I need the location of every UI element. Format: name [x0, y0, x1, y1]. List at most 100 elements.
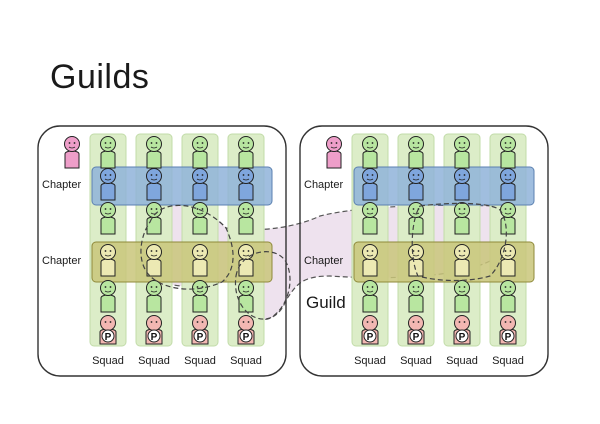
person-head — [408, 315, 424, 331]
product-owner-badge-letter: P — [505, 332, 512, 343]
person-eye — [417, 174, 420, 176]
person-icon — [454, 280, 470, 313]
person-icon — [100, 280, 116, 313]
person-eye — [504, 142, 507, 144]
person-mouth — [458, 290, 466, 293]
diagram-background-layer — [37, 125, 549, 377]
person-head — [454, 168, 470, 184]
person-eye — [463, 321, 466, 323]
person-mouth — [330, 146, 338, 149]
person-body — [146, 258, 162, 277]
guild-outline-segment — [411, 202, 507, 282]
squad-label: Squad — [92, 355, 124, 367]
person-eye — [509, 208, 512, 210]
person-eye — [504, 321, 507, 323]
product-owner-person-icon: P — [237, 315, 255, 345]
person-body — [146, 150, 162, 169]
person-eye — [104, 208, 107, 210]
product-owner-person-icon: P — [407, 315, 425, 345]
person-icon — [238, 136, 254, 169]
person-eye — [242, 250, 245, 252]
person-mouth — [504, 146, 512, 149]
person-body — [362, 182, 378, 201]
person-icon — [408, 202, 424, 235]
chapter-label: Chapter — [304, 255, 343, 267]
product-owner-person-icon: P — [99, 315, 117, 345]
person-mouth — [196, 254, 204, 257]
person-mouth — [242, 290, 250, 293]
person-eye — [242, 208, 245, 210]
chapter-band — [353, 166, 535, 206]
person-eye — [68, 142, 71, 144]
person-eye — [155, 142, 158, 144]
person-body — [192, 182, 208, 201]
person-icon — [238, 280, 254, 313]
person-mouth — [196, 290, 204, 293]
product-owner-badge-icon — [501, 329, 515, 343]
person-head — [64, 136, 80, 152]
person-eye — [417, 250, 420, 252]
person-eye — [371, 321, 374, 323]
person-head — [454, 136, 470, 152]
person-mouth — [366, 212, 374, 215]
person-head — [146, 315, 162, 331]
person-eye — [412, 321, 415, 323]
person-head — [362, 202, 378, 218]
person-head — [362, 244, 378, 260]
person-head — [146, 244, 162, 260]
person-eye — [412, 208, 415, 210]
person-icon — [408, 280, 424, 313]
person-body — [362, 150, 378, 169]
person-body — [500, 216, 516, 235]
squad-label: Squad — [492, 355, 524, 367]
squad-label: Squad — [230, 355, 262, 367]
chapter-label: Chapter — [304, 179, 343, 191]
product-owner-badge-icon — [239, 329, 253, 343]
person-mouth — [104, 254, 112, 257]
person-body — [454, 150, 470, 169]
person-eye — [201, 321, 204, 323]
person-head — [454, 244, 470, 260]
person-eye — [458, 286, 461, 288]
person-eye — [366, 321, 369, 323]
person-mouth — [104, 212, 112, 215]
product-owner-badge-letter: P — [197, 332, 204, 343]
person-head — [500, 136, 516, 152]
product-owner-badge-letter: P — [151, 332, 158, 343]
person-eye — [196, 142, 199, 144]
person-eye — [335, 142, 338, 144]
person-head — [100, 244, 116, 260]
person-body — [454, 216, 470, 235]
person-head — [408, 244, 424, 260]
person-body — [362, 216, 378, 235]
person-mouth — [196, 178, 204, 181]
person-body — [64, 150, 80, 169]
product-owner-person-icon: P — [191, 315, 209, 345]
person-mouth — [104, 146, 112, 149]
person-body — [238, 182, 254, 201]
person-head — [362, 168, 378, 184]
person-eye — [458, 174, 461, 176]
person-body — [454, 258, 470, 277]
person-eye — [463, 174, 466, 176]
person-icon — [146, 168, 162, 201]
person-head — [408, 136, 424, 152]
person-body — [100, 258, 116, 277]
guild-outline-segment — [234, 251, 291, 320]
person-icon — [146, 244, 162, 277]
product-owner-person-icon: P — [361, 315, 379, 345]
person-head — [146, 202, 162, 218]
person-eye — [412, 174, 415, 176]
person-mouth — [150, 290, 158, 293]
person-mouth — [196, 146, 204, 149]
person-body — [500, 150, 516, 169]
person-head — [238, 168, 254, 184]
person-eye — [242, 321, 245, 323]
person-head — [100, 315, 116, 331]
product-owner-person-icon: P — [453, 315, 471, 345]
person-eye — [371, 142, 374, 144]
person-eye — [104, 250, 107, 252]
person-mouth — [412, 254, 420, 257]
person-eye — [104, 142, 107, 144]
